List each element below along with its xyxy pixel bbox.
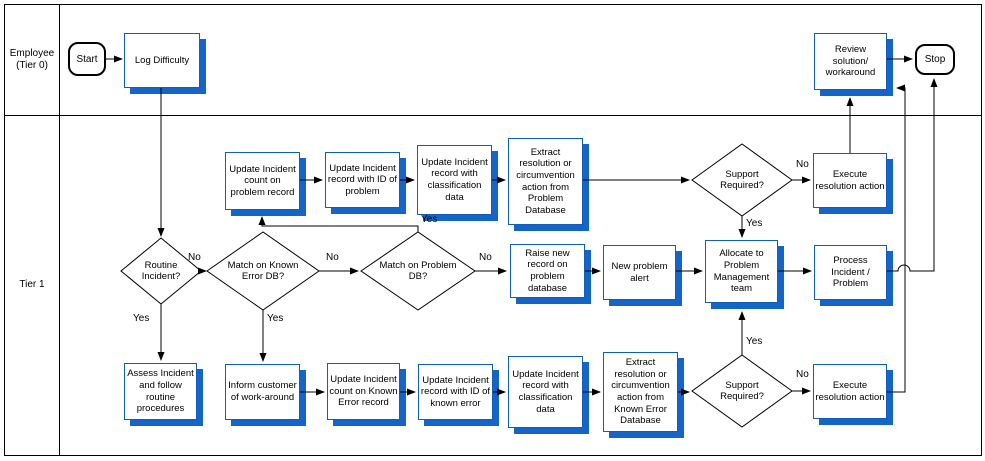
node-allocate-team: Allocate to Problem Management team — [705, 240, 778, 303]
edge-label-knownerror-no: No — [326, 252, 339, 263]
decision-support-required-top-label: Support Required? — [720, 168, 764, 191]
edge-label-problemdb-yes: Yes — [421, 214, 438, 225]
start-terminator: Start — [68, 42, 106, 76]
edge-label-support-top-no: No — [796, 159, 809, 170]
node-review-solution: Review solution/ workaround — [814, 33, 887, 90]
node-update-class-top: Update Incident record with classificati… — [417, 145, 492, 215]
edge-problemdb-yes — [258, 216, 419, 232]
stop-terminator: Stop — [915, 44, 955, 75]
decision-match-problem-db-label: Match on Problem DB? — [379, 259, 457, 282]
lane-label-employee-tier0: Employee (Tier 0) — [9, 47, 55, 72]
edge-process-to-stop — [887, 78, 938, 272]
node-execute-top: Execute resolution action — [813, 153, 887, 208]
node-update-class-bottom: Update Incident record with classificati… — [508, 356, 583, 428]
decision-match-known-error-db-label: Match on Known Error DB? — [227, 259, 299, 282]
edge-label-problemdb-no: No — [479, 252, 492, 263]
lane-label-tier1: Tier 1 — [19, 278, 45, 290]
edge-label-support-bottom-no: No — [796, 369, 809, 380]
node-update-count-problem: Update Incident count on problem record — [225, 152, 300, 210]
edge-label-support-bottom-yes: Yes — [746, 336, 763, 347]
node-inform-customer: Inform customer of work-around — [225, 364, 300, 420]
node-update-id-known-error: Update Incident record with ID of known … — [418, 364, 493, 420]
node-raise-new-record: Raise new record on problem database — [510, 244, 585, 298]
node-extract-known-error: Extract resolution or circumvention acti… — [603, 352, 678, 432]
node-log-difficulty: Log Difficulty — [124, 33, 200, 88]
edge-label-routine-yes: Yes — [133, 313, 150, 324]
node-new-problem-alert: New problem alert — [603, 245, 676, 300]
decision-routine-incident-label: Routine Incident? — [141, 259, 181, 282]
edge-label-routine-no: No — [188, 252, 201, 263]
node-update-id-problem: Update Incident record with ID of proble… — [325, 152, 400, 208]
edge-execute-bottom-to-review — [887, 84, 906, 393]
edge-label-knownerror-yes: Yes — [267, 313, 284, 324]
node-extract-problem: Extract resolution or circumvention acti… — [508, 138, 583, 225]
edge-label-support-top-yes: Yes — [746, 218, 763, 229]
node-update-count-known-error: Update Incident count on Known Error rec… — [327, 363, 400, 420]
node-process-incident: Process Incident / Problem — [814, 245, 887, 300]
node-execute-bottom: Execute resolution action — [813, 364, 887, 419]
decision-support-required-bottom-label: Support Required? — [720, 379, 764, 402]
node-assess-incident: Assess Incident and follow routine proce… — [124, 363, 197, 420]
